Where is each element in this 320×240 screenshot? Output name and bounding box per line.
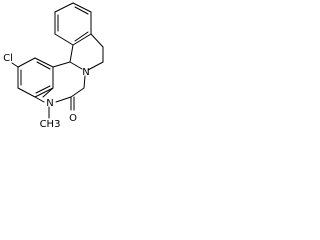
bond	[17, 57, 36, 68]
oxygen-label: O	[69, 113, 77, 124]
bond	[90, 33, 104, 48]
bond	[55, 96, 72, 103]
structure-canvas: Cl N N O CH3	[0, 0, 113, 130]
methyl-label: CH3	[40, 119, 61, 130]
saturated-ring	[69, 33, 104, 71]
amide-nitrogen-label: N	[46, 98, 53, 109]
bond	[17, 87, 36, 98]
bond	[54, 2, 74, 13]
bond	[42, 87, 54, 98]
bond	[69, 44, 74, 63]
chlorine-label: Cl	[3, 53, 13, 64]
bond	[52, 61, 71, 68]
bond	[34, 96, 45, 103]
chemical-structure-diagram: Cl N N O CH3	[3, 2, 104, 130]
double-bond	[35, 85, 51, 94]
bond	[70, 87, 85, 98]
double-bond	[74, 6, 89, 15]
upper-benzene-ring	[54, 2, 92, 46]
lower-benzene-ring	[11, 57, 54, 103]
double-bond	[74, 31, 89, 42]
bond	[72, 33, 92, 46]
bond	[34, 87, 54, 98]
bond	[83, 75, 86, 89]
diazepine-ring	[48, 61, 86, 119]
bond	[72, 2, 92, 13]
bond	[69, 61, 83, 70]
bond	[54, 33, 74, 46]
bond	[87, 61, 104, 71]
bond	[34, 57, 54, 68]
double-bond	[36, 61, 51, 70]
chlorine-bond	[11, 62, 19, 68]
atom-labels: Cl N N O CH3	[3, 53, 90, 130]
amine-nitrogen-label: N	[82, 67, 89, 78]
